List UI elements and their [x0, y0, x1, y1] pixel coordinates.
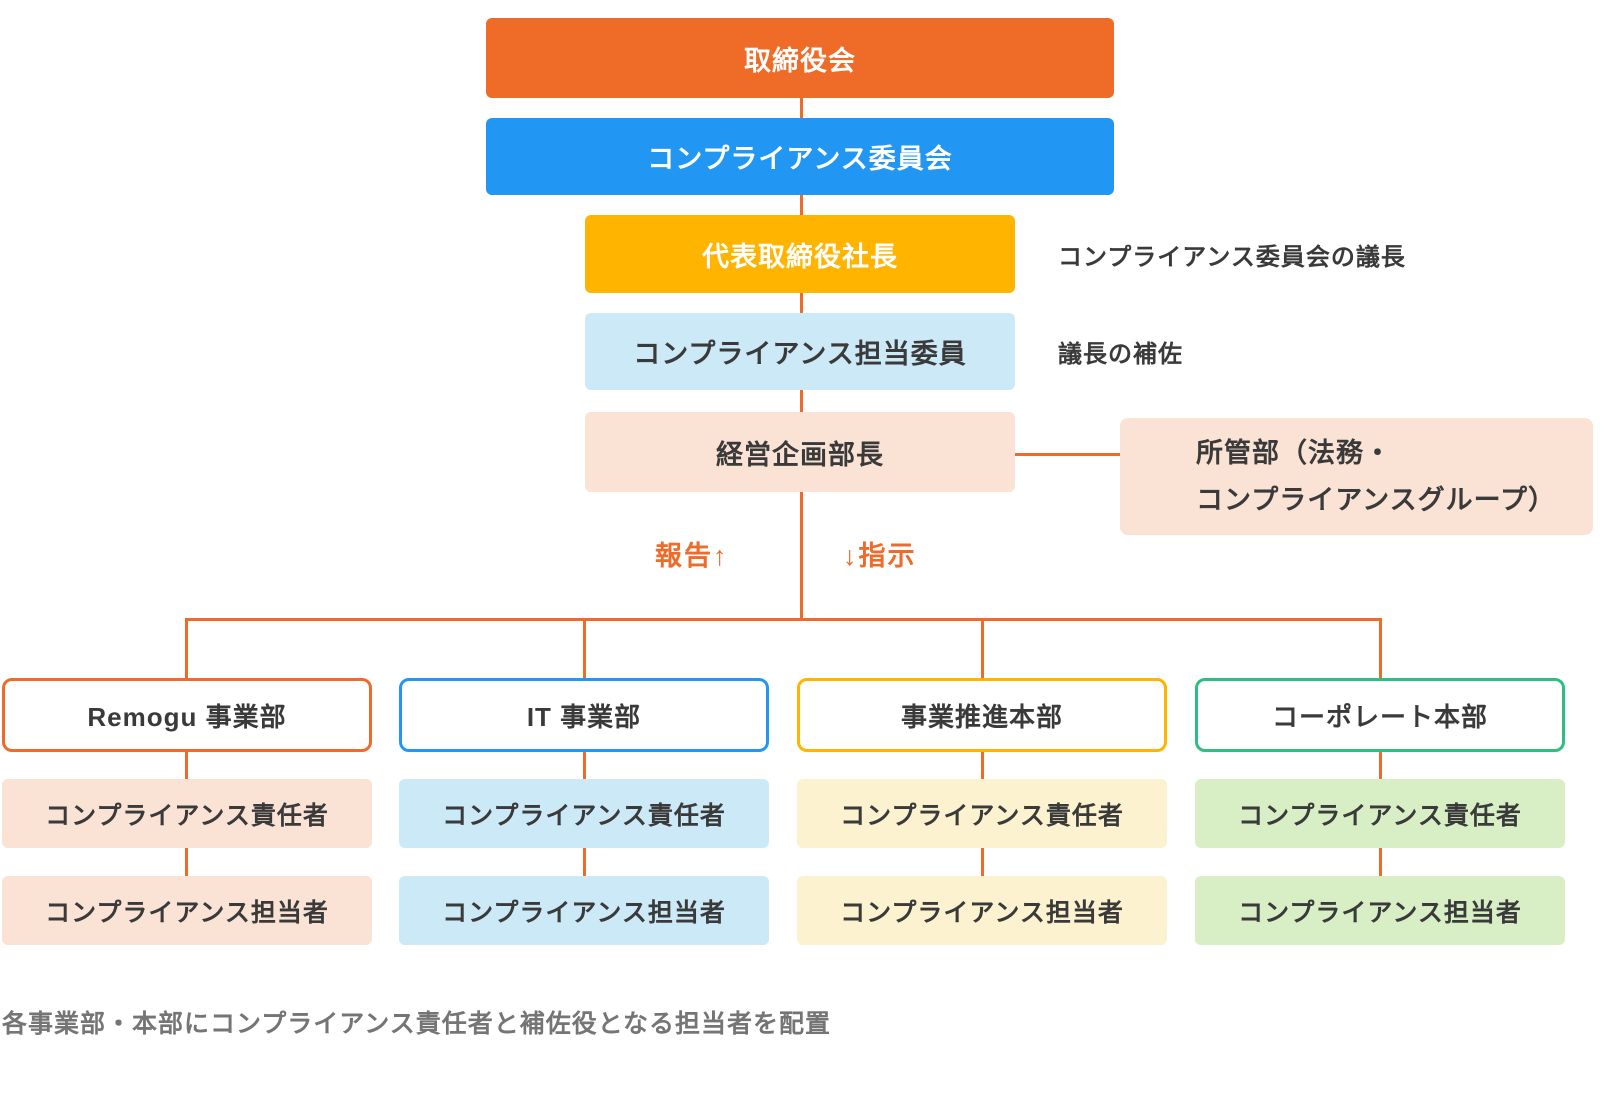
connector-corporate-officer: [1379, 752, 1382, 779]
connector-it-officer: [583, 752, 586, 779]
it-compliance-staff-box: コンプライアンス担当者: [399, 876, 769, 945]
promotion-compliance-staff-box: コンプライアンス担当者: [797, 876, 1167, 945]
supervising-department-box: 所管部（法務・コンプライアンスグループ）: [1120, 418, 1593, 535]
connector-officer-planning: [800, 390, 803, 412]
compliance-committee-box: コンプライアンス委員会: [486, 118, 1114, 195]
remogu-compliance-staff-box: コンプライアンス担当者: [2, 876, 372, 945]
corporate-compliance-officer-box: コンプライアンス責任者: [1195, 779, 1565, 848]
it-compliance-officer-box: コンプライアンス責任者: [399, 779, 769, 848]
instruct-down-label: ↓指示: [843, 541, 917, 571]
officer-member-note: 議長の補佐: [1058, 341, 1183, 368]
branch-drop-it: [583, 618, 586, 678]
report-up-label: 報告↑: [655, 541, 729, 571]
connector-remogu-staff: [185, 848, 188, 876]
chart-caption: 各事業部・本部にコンプライアンス責任者と補佐役となる担当者を配置: [2, 1010, 832, 1038]
president-box: 代表取締役社長: [585, 215, 1015, 293]
promotion-compliance-officer-box: コンプライアンス責任者: [797, 779, 1167, 848]
branch-drop-promotion: [981, 618, 984, 678]
branch-it-box: IT 事業部: [399, 678, 769, 752]
connector-planning-supervising: [1015, 453, 1120, 456]
corporate-compliance-staff-box: コンプライアンス担当者: [1195, 876, 1565, 945]
branch-distribution-line: [185, 618, 1382, 621]
president-note: コンプライアンス委員会の議長: [1058, 243, 1406, 271]
supervising-department-label: 所管部（法務・コンプライアンスグループ）: [1196, 437, 1556, 515]
board-of-directors-box: 取締役会: [486, 18, 1114, 98]
connector-committee-president: [800, 195, 803, 215]
connector-it-staff: [583, 848, 586, 876]
connector-planning-branches-stem: [800, 492, 803, 620]
connector-corporate-staff: [1379, 848, 1382, 876]
connector-board-committee: [800, 98, 803, 118]
branch-drop-remogu: [185, 618, 188, 678]
compliance-officer-member-box: コンプライアンス担当委員: [585, 313, 1015, 390]
connector-promotion-officer: [981, 752, 984, 779]
remogu-compliance-officer-box: コンプライアンス責任者: [2, 779, 372, 848]
connector-president-officer: [800, 293, 803, 313]
connector-promotion-staff: [981, 848, 984, 876]
branch-corporate-box: コーポレート本部: [1195, 678, 1565, 752]
branch-promotion-box: 事業推進本部: [797, 678, 1167, 752]
connector-remogu-officer: [185, 752, 188, 779]
corporate-planning-director-box: 経営企画部長: [585, 412, 1015, 492]
branch-drop-corporate: [1379, 618, 1382, 678]
branch-remogu-box: Remogu 事業部: [2, 678, 372, 752]
